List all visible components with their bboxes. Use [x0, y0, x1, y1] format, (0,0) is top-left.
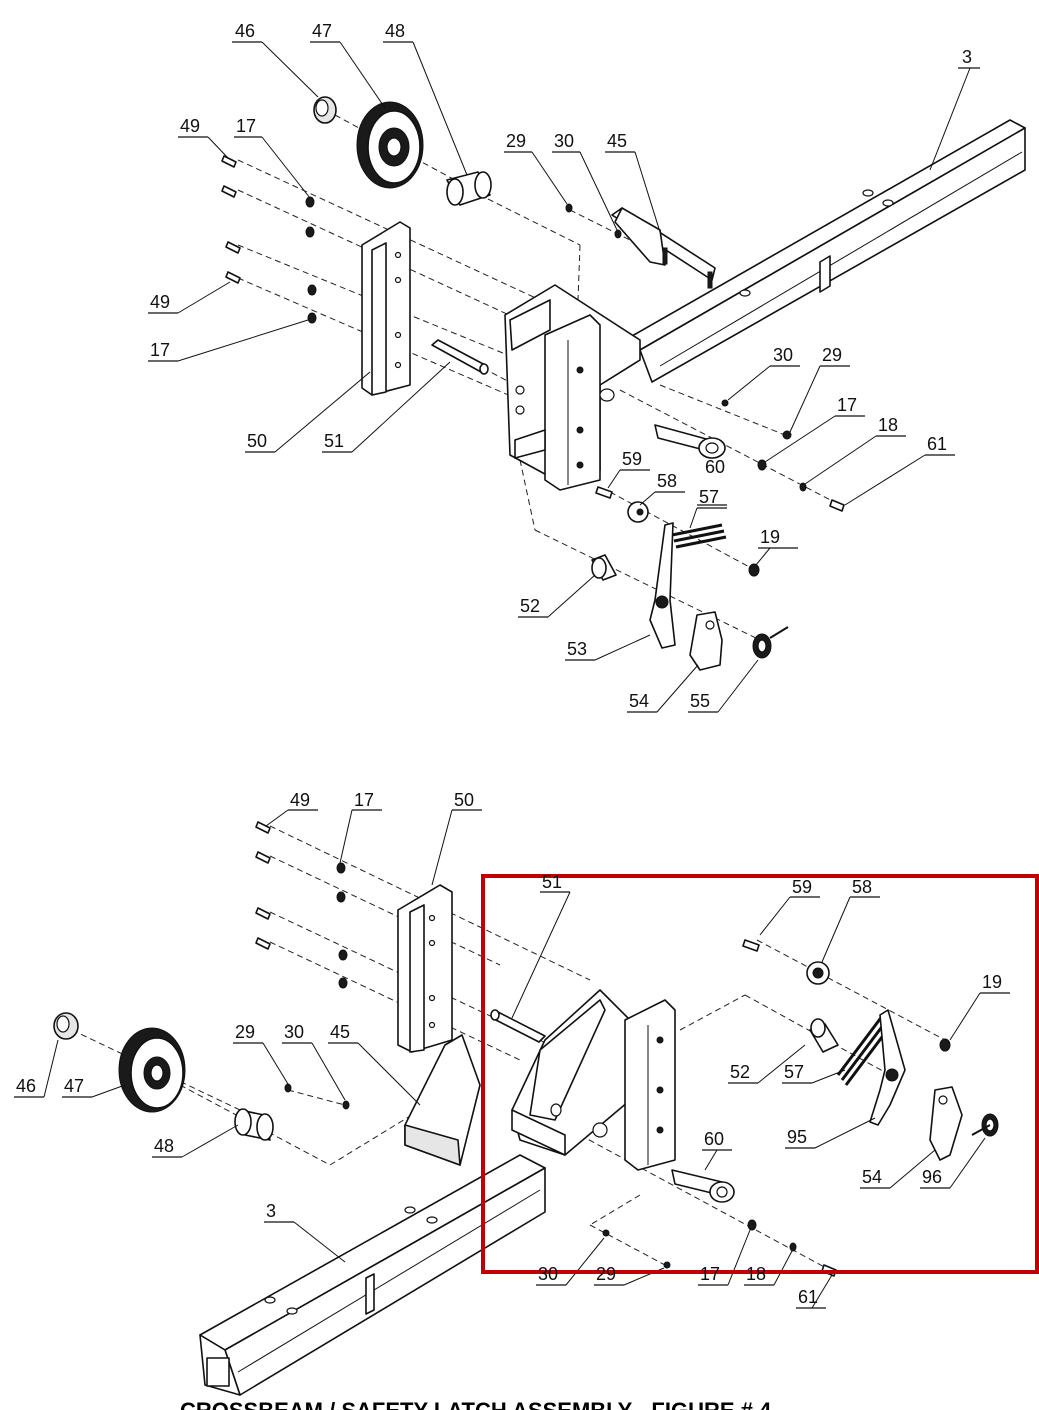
lower-callout-3: 3 — [266, 1201, 276, 1221]
upper-callout-61: 61 — [927, 434, 947, 454]
upper-callout-30: 30 — [773, 345, 793, 365]
lower-callout-57: 57 — [784, 1062, 804, 1082]
part-51-pin-lower — [490, 1009, 546, 1043]
part-50-guide-plate-lower — [397, 884, 453, 1053]
upper-right-fasteners — [654, 399, 845, 512]
upper-callout-45: 45 — [607, 131, 627, 151]
upper-callout-47: 47 — [312, 21, 332, 41]
upper-callout-17: 17 — [236, 116, 256, 136]
figure-caption: CROSSBEAM / SAFETY LATCH ASSEMBLY - FIGU… — [180, 1398, 772, 1410]
upper-callout-18: 18 — [878, 415, 898, 435]
bracket-assembly-lower — [511, 989, 676, 1171]
upper-callout-54: 54 — [629, 691, 649, 711]
lower-fasteners — [255, 821, 951, 1277]
lower-callout-47: 47 — [64, 1076, 84, 1096]
part-47-wheel — [356, 101, 424, 189]
upper-callout-19: 19 — [760, 527, 780, 547]
upper-callout-52: 52 — [520, 596, 540, 616]
lower-callout-30: 30 — [284, 1022, 304, 1042]
bracket-assembly-upper — [504, 284, 641, 491]
lower-view — [14, 809, 1039, 1396]
lower-callout-labels: 49 17 50 51 59 58 19 46 47 29 30 45 48 52 57 95 54 96 60 3 3… — [16, 790, 1002, 1307]
part-46-bushing — [313, 96, 337, 124]
upper-callout-48: 48 — [385, 21, 405, 41]
upper-callout-3: 3 — [962, 47, 972, 67]
lower-callout-54: 54 — [862, 1167, 882, 1187]
lower-callout-29: 29 — [596, 1264, 616, 1284]
upper-callout-57: 57 — [699, 487, 719, 507]
lower-callout-51: 51 — [542, 872, 562, 892]
lower-callout-19: 19 — [982, 972, 1002, 992]
lower-callout-58: 58 — [852, 877, 872, 897]
part-45-latch-handle — [611, 207, 716, 289]
part-3-crossbeam-lower — [199, 1154, 546, 1396]
lower-callout-96: 96 — [922, 1167, 942, 1187]
upper-callout-60: 60 — [705, 457, 725, 477]
upper-callout-labels: 46 47 48 3 49 17 29 30 45 49 17 50 51 30 29 17 18 61 59 58 5… — [150, 21, 972, 711]
part-3-crossbeam — [624, 119, 1026, 383]
upper-callout-30: 30 — [554, 131, 574, 151]
lower-callout-48: 48 — [154, 1136, 174, 1156]
upper-callout-17: 17 — [837, 395, 857, 415]
lower-callout-95: 95 — [787, 1127, 807, 1147]
lower-callout-59: 59 — [792, 877, 812, 897]
upper-callout-53: 53 — [567, 639, 587, 659]
upper-callout-29: 29 — [822, 345, 842, 365]
lower-callout-50: 50 — [454, 790, 474, 810]
lower-callout-61: 61 — [798, 1287, 818, 1307]
lower-callout-29: 29 — [235, 1022, 255, 1042]
lower-callout-60: 60 — [704, 1129, 724, 1149]
part-46-47-48-lower — [53, 1012, 274, 1141]
lower-callout-45: 45 — [330, 1022, 350, 1042]
lower-callout-30: 30 — [538, 1264, 558, 1284]
upper-view — [148, 41, 1026, 713]
part-48-spacer — [446, 171, 492, 206]
part-50-guide-plate — [361, 221, 411, 396]
lower-callout-49: 49 — [290, 790, 310, 810]
upper-callout-58: 58 — [657, 471, 677, 491]
upper-callout-46: 46 — [235, 21, 255, 41]
upper-callout-50: 50 — [247, 431, 267, 451]
lower-latch-parts — [809, 1009, 999, 1161]
lower-callout-46: 46 — [16, 1076, 36, 1096]
part-45-latch-handle-lower — [404, 1034, 481, 1166]
lower-callout-17: 17 — [700, 1264, 720, 1284]
lower-callout-18: 18 — [746, 1264, 766, 1284]
upper-callout-49: 49 — [150, 292, 170, 312]
upper-callout-59: 59 — [622, 449, 642, 469]
upper-latch-parts — [591, 486, 789, 671]
upper-callout-49: 49 — [180, 116, 200, 136]
lower-callout-52: 52 — [730, 1062, 750, 1082]
upper-leader-lines — [148, 41, 980, 713]
upper-callout-51: 51 — [324, 431, 344, 451]
part-51-pin — [431, 339, 489, 375]
upper-callout-29: 29 — [506, 131, 526, 151]
upper-callout-55: 55 — [690, 691, 710, 711]
highlight-box — [481, 874, 1039, 1274]
lower-callout-17: 17 — [354, 790, 374, 810]
upper-left-fasteners — [221, 155, 622, 324]
upper-callout-17: 17 — [150, 340, 170, 360]
